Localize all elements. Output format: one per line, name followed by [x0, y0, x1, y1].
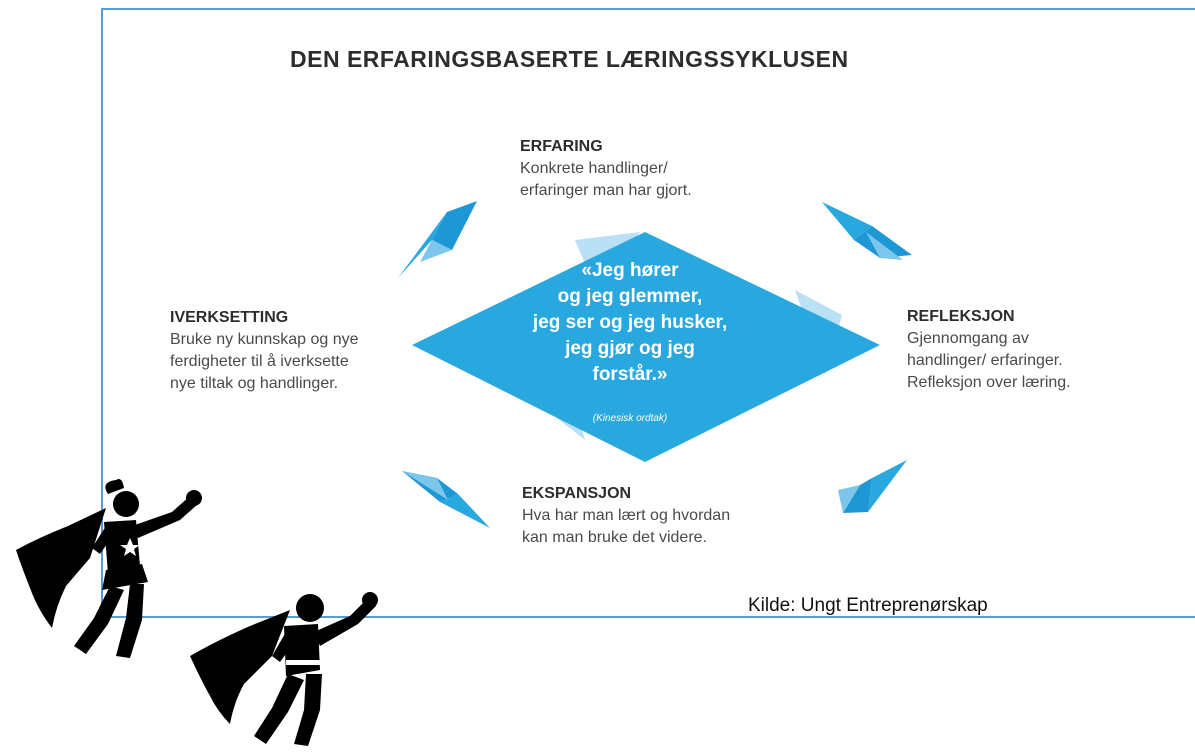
center-quote: «Jeg hører og jeg glemmer, jeg ser og je…: [532, 260, 728, 385]
stage-iverksetting: IVERKSETTING Bruke ny kunnskap og nye fe…: [170, 307, 450, 395]
stage-ekspansjon: EKSPANSJON Hva har man lært og hvordan k…: [522, 483, 852, 549]
stage-ekspansjon-text: Hva har man lært og hvordan kan man bruk…: [522, 507, 731, 546]
diagram-title: DEN ERFARINGSBASERTE LÆRINGSSYKLUSEN: [290, 46, 849, 72]
arrow-ekspansjon-to-iverksetting: [402, 471, 490, 528]
arrow-iverksetting-to-erfaring: [398, 201, 477, 278]
source-credit: Kilde: Ungt Entreprenørskap: [748, 595, 988, 616]
stage-erfaring: ERFARING Konkrete handlinger/ erfaringer…: [520, 136, 850, 202]
stage-erfaring-heading: ERFARING: [520, 138, 603, 155]
stage-erfaring-text: Konkrete handlinger/ erfaringer man har …: [520, 160, 692, 199]
stage-iverksetting-text: Bruke ny kunnskap og nye ferdigheter til…: [170, 331, 359, 392]
stage-refleksjon-heading: REFLEKSJON: [907, 308, 1015, 325]
center-quote-source: (Kinesisk ordtak): [592, 413, 668, 424]
arrow-refleksjon-to-ekspansjon: [838, 460, 907, 513]
stage-refleksjon-text: Gjennomgang av handlinger/ erfaringer. R…: [907, 330, 1071, 391]
stage-iverksetting-heading: IVERKSETTING: [170, 309, 289, 326]
stage-ekspansjon-heading: EKSPANSJON: [522, 485, 632, 502]
arrow-erfaring-to-refleksjon: [822, 202, 912, 260]
stage-refleksjon: REFLEKSJON Gjennomgang av handlinger/ er…: [907, 306, 1147, 394]
center-diamond: [412, 232, 880, 462]
superhero-man-icon: [190, 592, 378, 746]
superhero-woman-icon: [16, 479, 202, 658]
slide-frame: [101, 8, 1195, 618]
